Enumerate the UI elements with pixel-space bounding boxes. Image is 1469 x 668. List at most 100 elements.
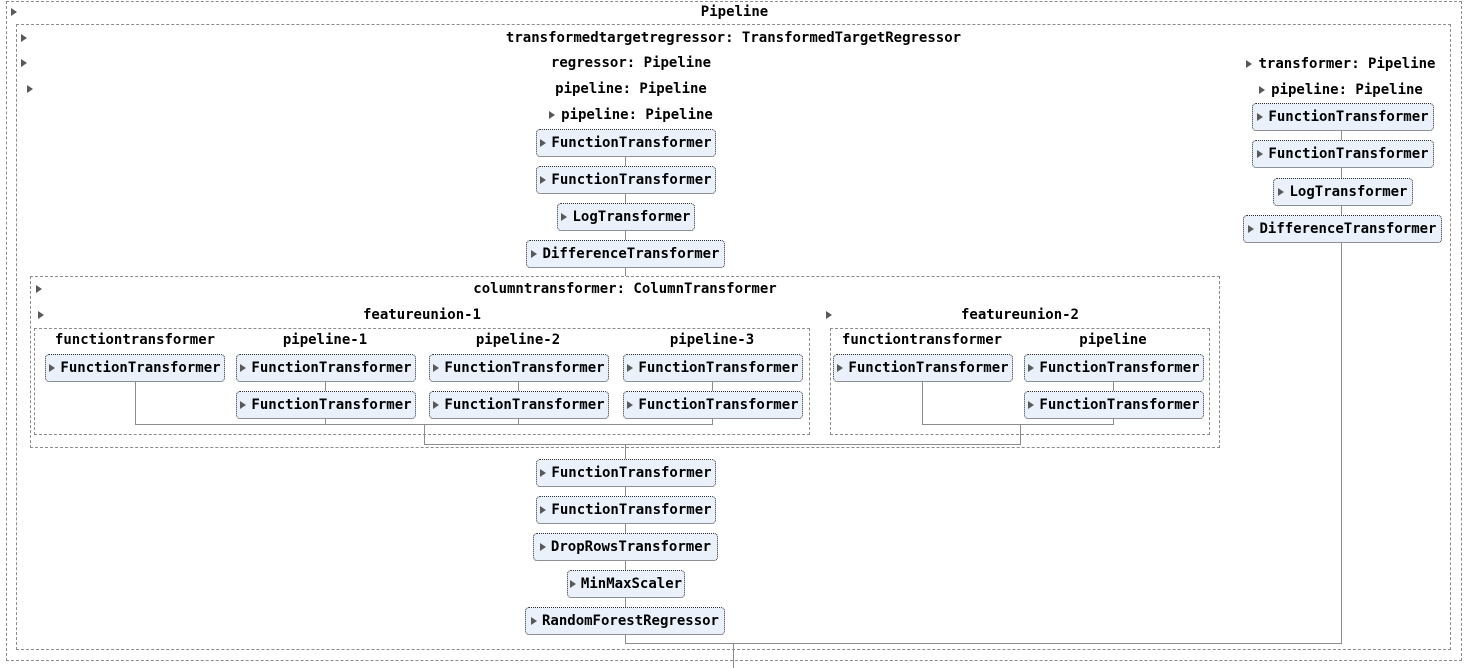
connector-line	[1020, 424, 1021, 444]
estimator-label: FunctionTransformer	[551, 172, 712, 188]
estimator-label: FunctionTransformer	[1268, 109, 1429, 125]
estimator-box[interactable]: DifferenceTransformer	[1243, 215, 1442, 243]
estimator-box[interactable]: RandomForestRegressor	[525, 607, 725, 635]
estimator-label: LogTransformer	[572, 209, 691, 225]
caret-icon	[540, 469, 547, 477]
connector-line	[424, 444, 1021, 445]
connector-line	[325, 419, 326, 424]
featureunion-2-label[interactable]: featureunion-2	[960, 307, 1079, 323]
caret-icon	[837, 364, 844, 372]
caret-icon	[539, 543, 546, 551]
caret-icon	[540, 176, 547, 184]
caret-icon	[540, 139, 547, 147]
transformer-label[interactable]: transformer: Pipeline	[1141, 55, 1469, 72]
estimator-box[interactable]: FunctionTransformer	[623, 391, 803, 419]
caret-icon	[1257, 150, 1264, 158]
connector-line	[625, 194, 626, 203]
regressor-pipeline-label[interactable]: pipeline: Pipeline	[555, 81, 707, 97]
connector-line	[135, 382, 136, 424]
connector-line	[625, 524, 626, 533]
estimator-box[interactable]: FunctionTransformer	[1252, 103, 1434, 131]
column-header: pipeline-2	[475, 332, 561, 348]
estimator-box[interactable]: FunctionTransformer	[1252, 140, 1434, 168]
estimator-box[interactable]: FunctionTransformer	[833, 354, 1013, 382]
estimator-box[interactable]: FunctionTransformer	[429, 354, 609, 382]
caret-icon[interactable]	[826, 311, 832, 319]
caret-icon	[540, 506, 547, 514]
connector-line	[1113, 419, 1114, 424]
connector-line	[733, 643, 734, 668]
caret-icon	[49, 364, 56, 372]
ttr-label[interactable]: transformedtargetregressor: TransformedT…	[505, 30, 962, 46]
caret-icon[interactable]	[38, 311, 44, 319]
featureunion-1-label[interactable]: featureunion-1	[362, 307, 481, 323]
caret-icon	[561, 213, 568, 221]
estimator-box[interactable]: FunctionTransformer	[536, 166, 716, 194]
caret-icon	[1259, 85, 1266, 94]
estimator-box[interactable]: FunctionTransformer	[1024, 391, 1204, 419]
estimator-box[interactable]: FunctionTransformer	[536, 459, 716, 487]
featureunion-1-container	[34, 328, 810, 435]
estimator-box[interactable]: LogTransformer	[1273, 178, 1413, 206]
estimator-label: FunctionTransformer	[551, 135, 712, 151]
estimator-box[interactable]: FunctionTransformer	[1024, 354, 1204, 382]
estimator-label: FunctionTransformer	[444, 360, 605, 376]
caret-icon[interactable]	[21, 34, 27, 42]
estimator-box[interactable]: FunctionTransformer	[429, 391, 609, 419]
caret-icon	[531, 250, 538, 258]
estimator-label: FunctionTransformer	[551, 502, 712, 518]
regressor-label[interactable]: regressor: Pipeline	[550, 55, 712, 71]
estimator-box[interactable]: FunctionTransformer	[623, 354, 803, 382]
estimator-box[interactable]: FunctionTransformer	[536, 496, 716, 524]
transformer-pipeline-label-text: pipeline: Pipeline	[1271, 81, 1423, 98]
estimator-box[interactable]: FunctionTransformer	[45, 354, 225, 382]
estimator-box[interactable]: MinMaxScaler	[567, 570, 685, 598]
estimator-box[interactable]: FunctionTransformer	[236, 354, 416, 382]
caret-icon	[1278, 188, 1285, 196]
pipeline-label[interactable]: Pipeline	[700, 4, 769, 20]
estimator-label: FunctionTransformer	[444, 397, 605, 413]
estimator-box[interactable]: FunctionTransformer	[536, 129, 716, 157]
connector-line	[1341, 243, 1342, 643]
estimator-box[interactable]: DropRowsTransformer	[533, 533, 718, 561]
connector-line	[625, 444, 626, 459]
caret-icon[interactable]	[21, 59, 27, 67]
caret-icon	[433, 364, 440, 372]
inner-pipeline-label[interactable]: pipeline: Pipeline	[431, 106, 831, 123]
caret-icon[interactable]	[27, 85, 33, 93]
caret-icon	[433, 401, 440, 409]
pipeline-container	[6, 1, 1462, 661]
connector-line	[1113, 382, 1114, 391]
estimator-label: MinMaxScaler	[580, 576, 683, 592]
estimator-label: FunctionTransformer	[1039, 397, 1200, 413]
connector-line	[922, 382, 923, 424]
estimator-label: FunctionTransformer	[251, 397, 412, 413]
caret-icon	[569, 580, 576, 588]
estimator-label: DifferenceTransformer	[542, 246, 720, 262]
columntransformer-label[interactable]: columntransformer: ColumnTransformer	[473, 281, 777, 297]
connector-line	[1341, 131, 1342, 140]
caret-icon	[530, 617, 537, 625]
column-header: pipeline-3	[669, 332, 755, 348]
estimator-label: RandomForestRegressor	[541, 613, 719, 629]
connector-line	[625, 231, 626, 240]
caret-icon	[1246, 59, 1253, 68]
caret-icon	[1028, 364, 1035, 372]
caret-icon	[549, 110, 556, 119]
estimator-box[interactable]: FunctionTransformer	[236, 391, 416, 419]
caret-icon	[1257, 113, 1264, 121]
connector-line	[625, 643, 1342, 644]
caret-icon	[240, 401, 247, 409]
estimator-box[interactable]: LogTransformer	[557, 203, 695, 231]
connector-line	[325, 382, 326, 391]
caret-icon	[1248, 225, 1255, 233]
estimator-box[interactable]: DifferenceTransformer	[526, 240, 725, 268]
estimator-label: FunctionTransformer	[1268, 146, 1429, 162]
caret-icon[interactable]	[11, 8, 17, 16]
column-header: functiontransformer	[54, 332, 216, 348]
connector-line	[625, 635, 626, 643]
connector-line	[712, 419, 713, 424]
caret-icon[interactable]	[36, 285, 42, 293]
transformer-pipeline-label[interactable]: pipeline: Pipeline	[1141, 81, 1469, 98]
